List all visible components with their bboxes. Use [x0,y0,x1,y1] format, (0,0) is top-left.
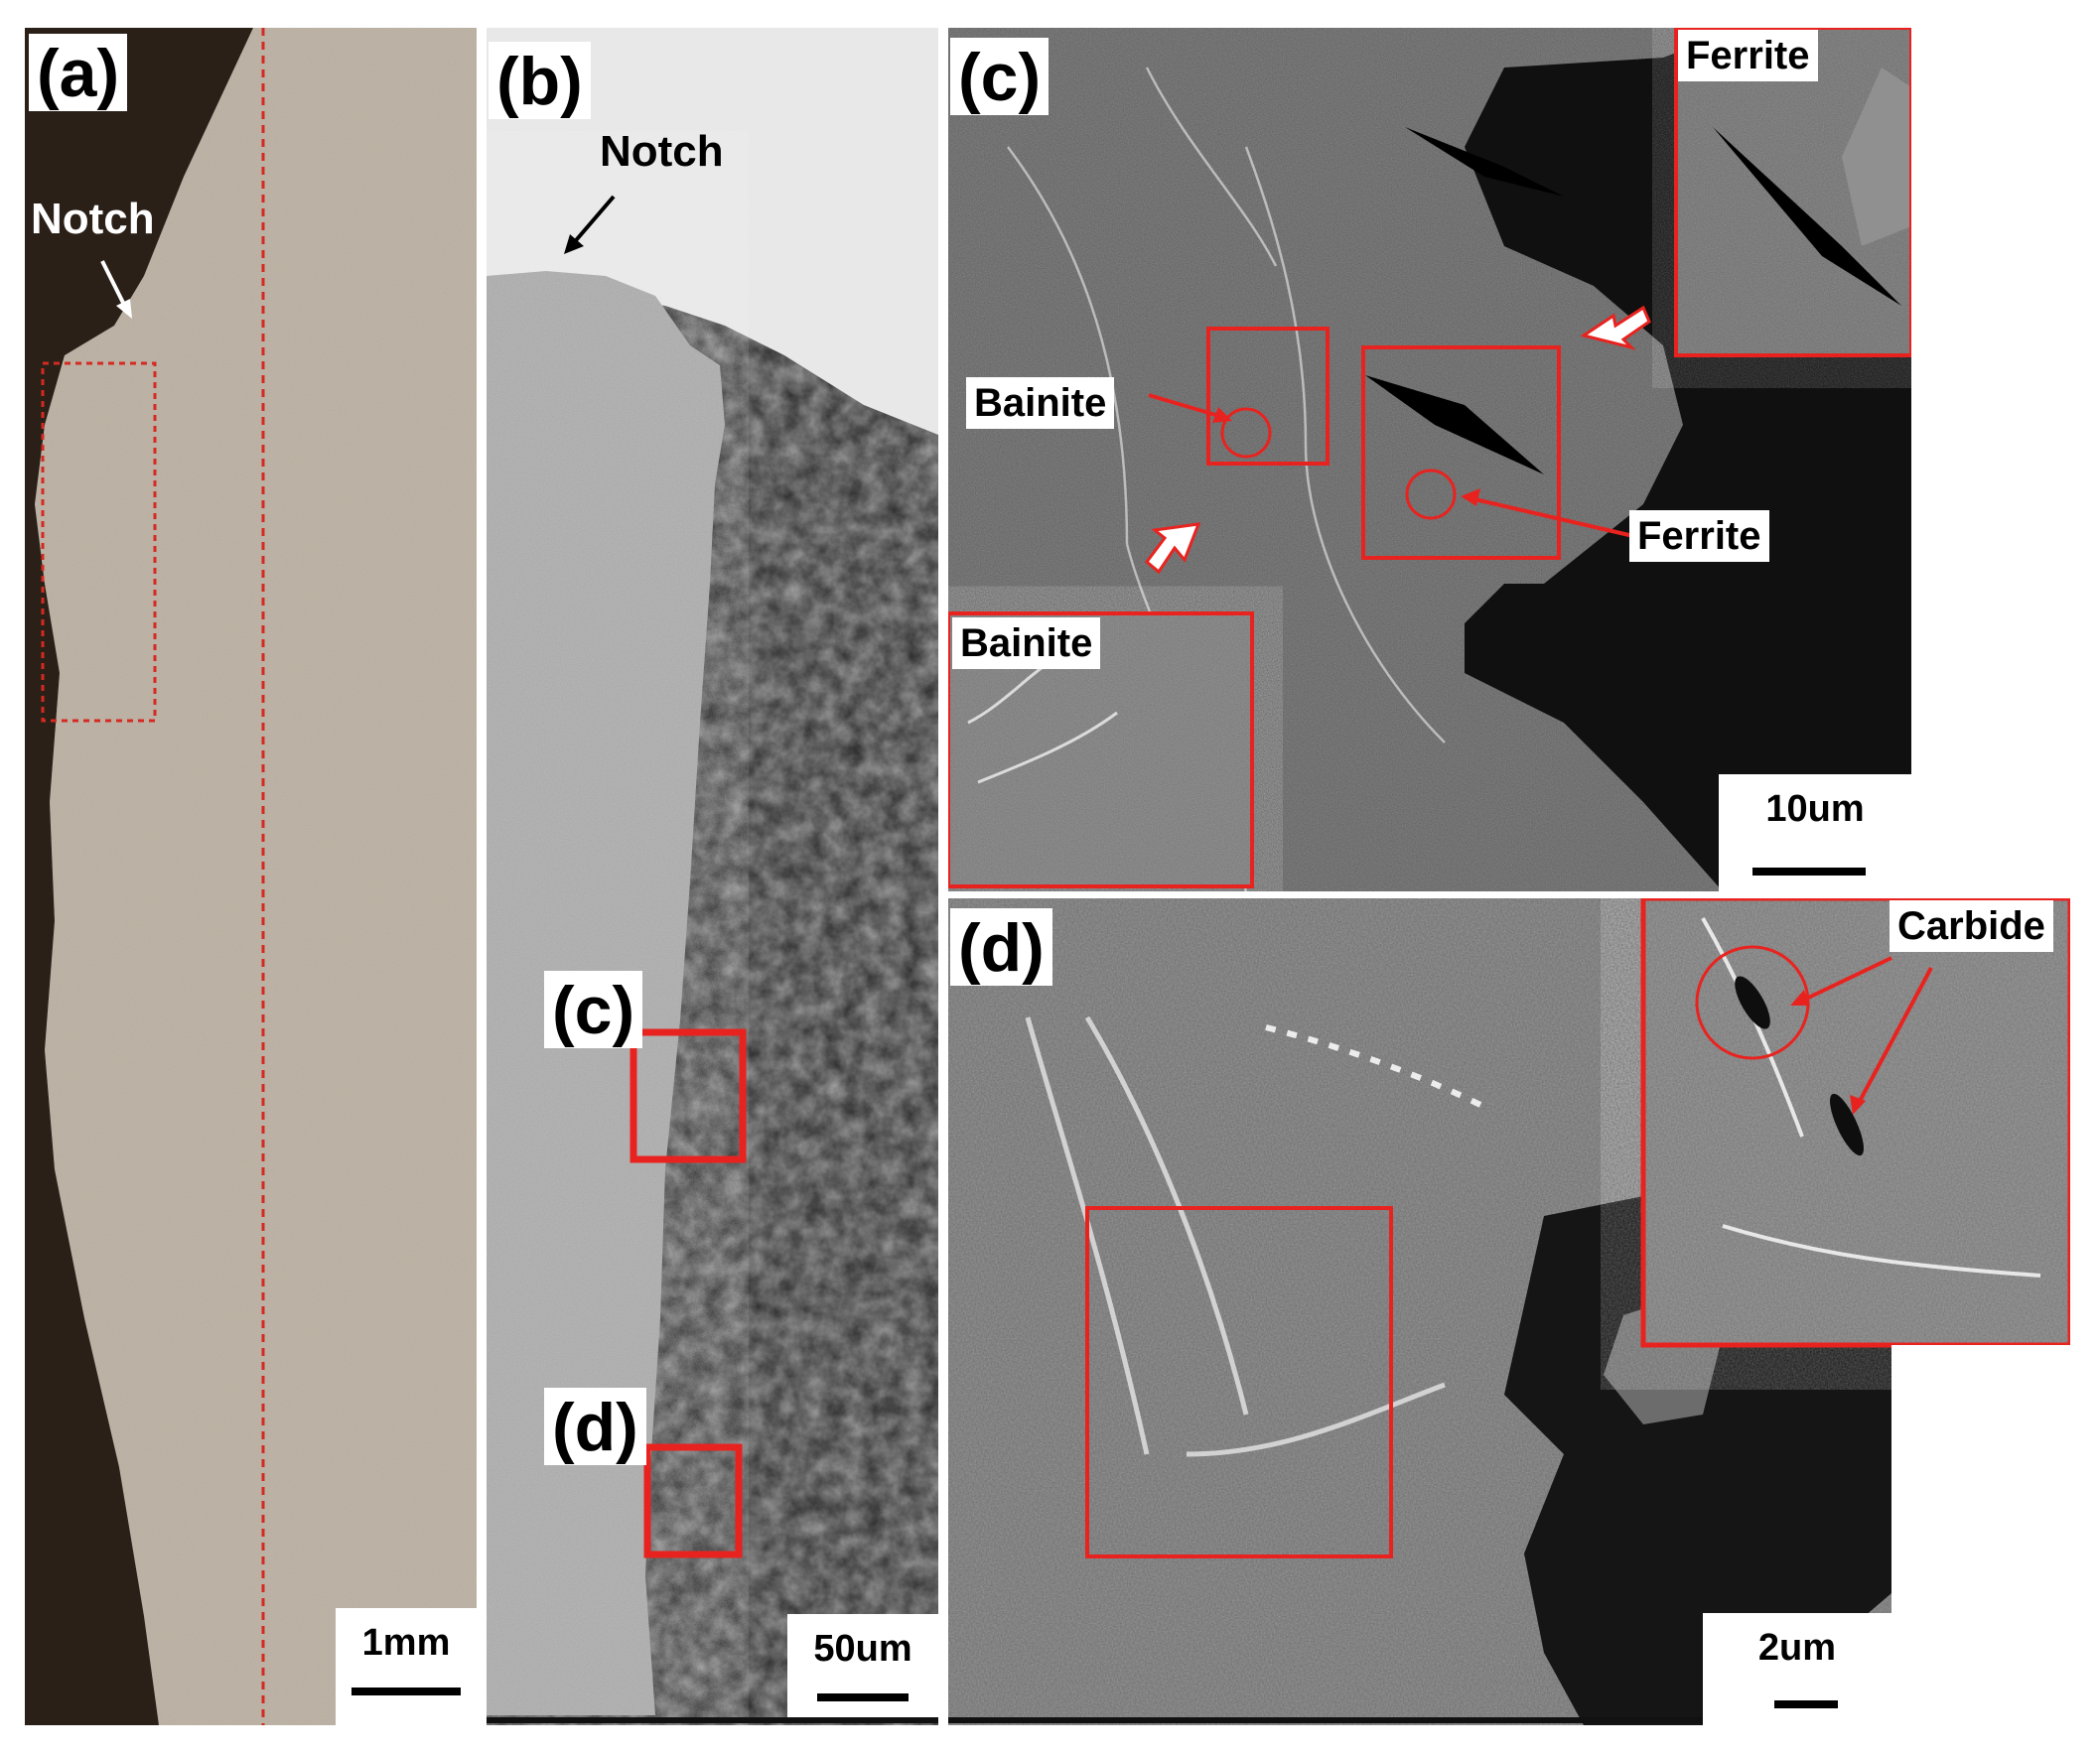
panel-a-scale-bar: 1mm [336,1608,477,1725]
panel-a-image [35,28,477,1725]
panel-a-scale-line [351,1688,461,1695]
bainite-region-box [1206,327,1330,466]
panel-c-scale-label: 10um [1765,788,1865,830]
panel-c-bainite-label: Bainite [966,377,1115,429]
notch-arrow-b [569,195,616,248]
panel-d-scale-label: 2um [1757,1627,1837,1669]
panel-a-label: (a) [29,34,128,111]
panel-b-image [487,28,938,1725]
panel-a-notch-label: Notch [31,195,155,243]
notch-surface [487,28,938,435]
panel-b-label: (b) [489,42,591,119]
panel-c-bainite-inset-label: Bainite [952,617,1101,669]
ferrite-inset [1674,28,1911,357]
ferrite-region-box [1361,345,1561,560]
region-box-d [643,1443,743,1558]
inset-arrow-ferrite [1580,305,1651,350]
inset-arrow-bainite [1144,522,1201,575]
panel-b: (b) Notch (c) (d) 50um [487,28,938,1725]
panel-d-scale-bar: 2um [1703,1613,1891,1725]
notch-region-box [41,361,157,723]
panel-c: (c) Ferrite Bainite Ferrite Bainite 10um [948,28,1911,891]
panel-b-scale-line [817,1693,909,1701]
panel-c-ferrite-label: Ferrite [1629,510,1769,562]
panel-c-label: (c) [950,38,1050,115]
panel-c-image [948,28,1911,891]
panel-b-notch-label: Notch [600,127,724,176]
panel-b-scale-bar: 50um [787,1614,938,1717]
ferrite-point [1405,469,1457,520]
panel-c-scale-bar: 10um [1719,774,1911,891]
panel-c-scale-line [1752,868,1866,876]
panel-d: (d) Carbide 2um [948,898,2070,1725]
panel-d-scale-line [1774,1700,1838,1708]
panel-d-carbide-label: Carbide [1890,900,2053,952]
panel-a-scale-label: 1mm [361,1622,451,1664]
panel-b-box-d-label: (d) [544,1388,646,1465]
panel-a: (a) Notch 1mm [25,28,477,1725]
region-box-c [630,1028,747,1163]
panel-b-box-c-label: (c) [544,971,643,1048]
panel-d-label: (d) [950,908,1052,986]
panel-c-inset-ferrite-label: Ferrite [1678,30,1818,81]
bainite-point [1220,407,1272,459]
panel-b-scale-label: 50um [813,1628,912,1670]
magnified-region-box [1085,1206,1393,1558]
carbide-inset [1640,898,2070,1348]
panel-d-image [948,898,2070,1725]
